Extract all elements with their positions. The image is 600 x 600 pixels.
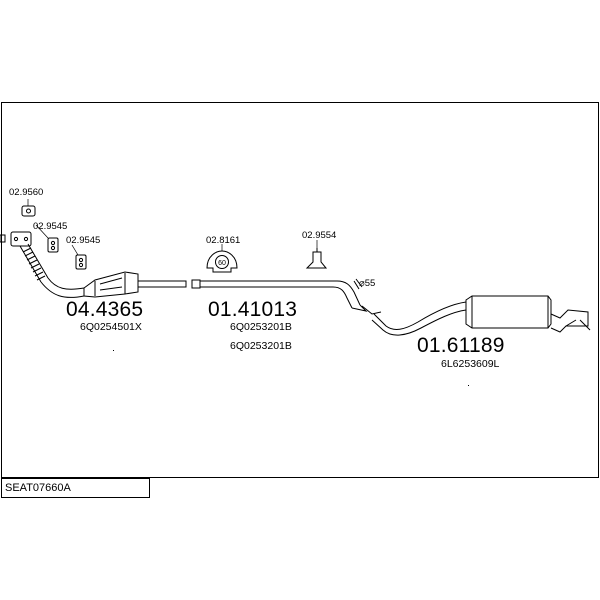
dot-marker: [468, 385, 469, 386]
tailpipe: [550, 309, 591, 333]
hanger-code: 02.9554: [302, 230, 337, 241]
rear-silencer-part-number: 01.61189: [417, 334, 505, 357]
diameter-label: ⌀55: [359, 278, 376, 289]
leader-lines: [27, 199, 318, 256]
middle-pipe: [200, 278, 382, 315]
clamp-code: 02.8161: [206, 235, 241, 246]
clamp-size-label: 60: [218, 260, 226, 267]
reference-code-box: [1, 478, 150, 498]
catalytic-converter: [83, 271, 187, 298]
gasket-icon: [21, 205, 36, 217]
rear-silencer: [465, 295, 552, 329]
rubber-mount-icon-b: [75, 254, 87, 270]
rubber-mount-icon-a: [47, 237, 59, 253]
mount-b-code: 02.9545: [66, 235, 101, 246]
dot-marker: [113, 350, 114, 351]
joint-sleeve: [191, 279, 201, 289]
clamp-icon: [206, 250, 238, 273]
rear-silencer-oem: 6L6253609L: [441, 358, 500, 370]
front-pipe-bend: [40, 277, 85, 298]
diagram-frame: [1, 102, 599, 478]
hanger-icon: [305, 248, 328, 269]
middle-pipe-oem-1: 6Q0253201B: [230, 321, 292, 333]
middle-pipe-oem-2: 6Q0253201B: [230, 340, 292, 352]
gasket-top-code: 02.9560: [9, 187, 44, 198]
reference-code: SEAT07660A: [5, 482, 71, 494]
front-flange-plate: [10, 231, 32, 247]
middle-pipe-part-number: 01.41013: [208, 298, 298, 321]
front-pipe-part-number: 04.4365: [66, 298, 144, 321]
front-pipe-oem: 6Q0254501X: [80, 321, 142, 333]
flex-pipe: [19, 243, 49, 283]
engine-flange-marker: [0, 234, 6, 243]
mount-a-code: 02.9545: [33, 221, 68, 232]
rear-pipe: [371, 301, 467, 336]
